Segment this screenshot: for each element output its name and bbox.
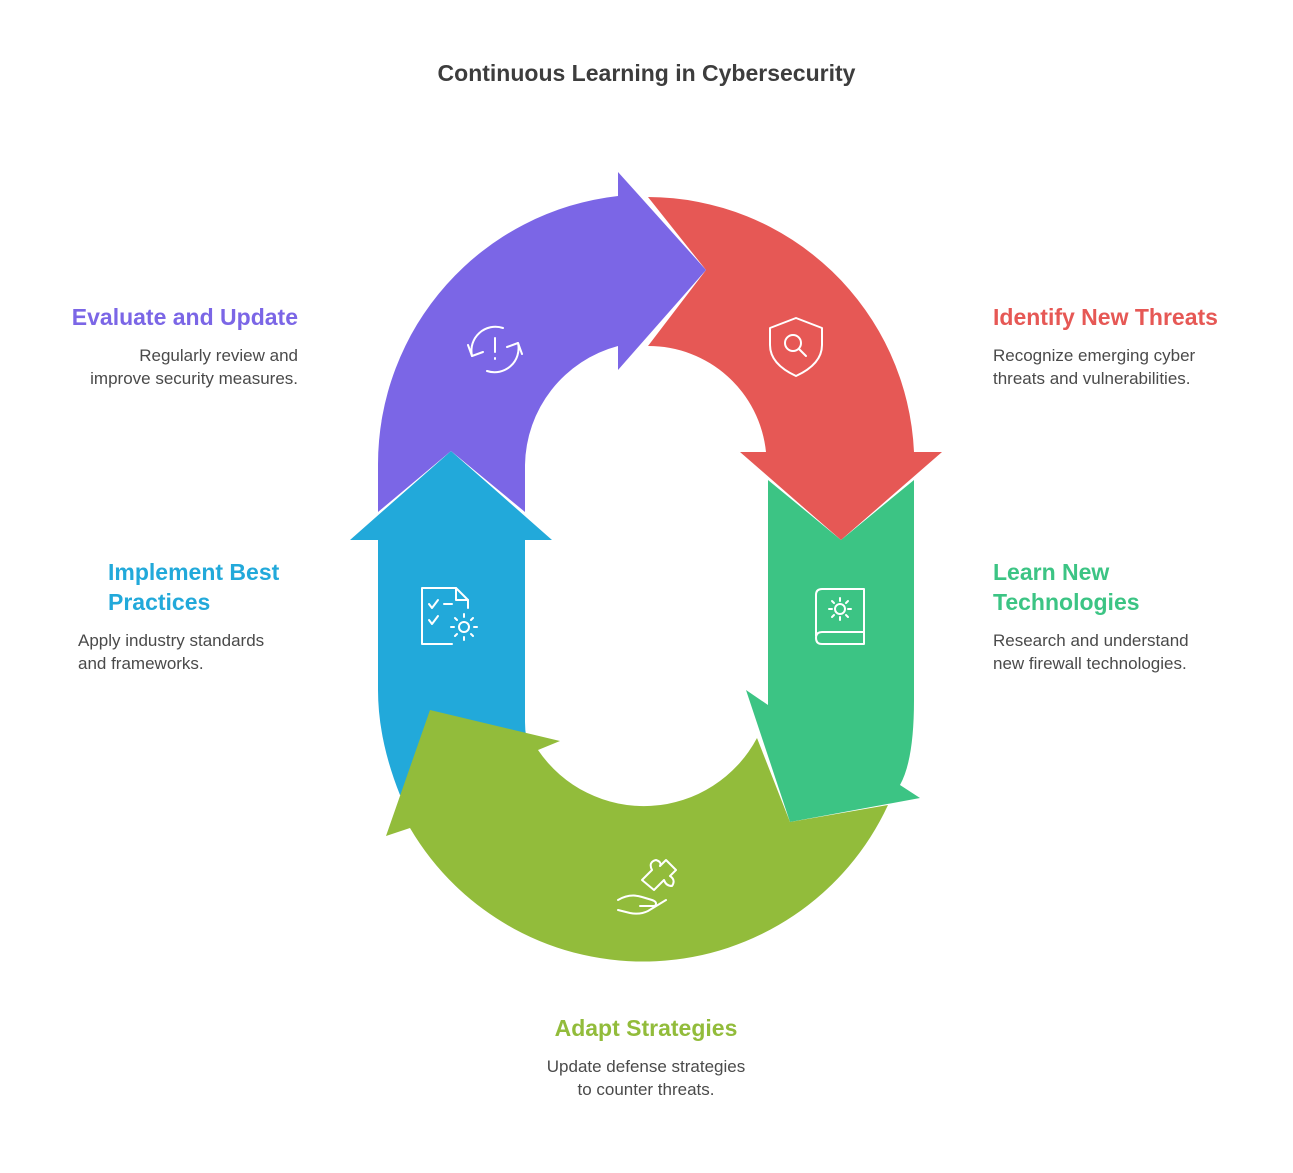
shield-search-icon <box>769 317 823 377</box>
step-evaluate-description: Regularly review and improve security me… <box>40 344 298 390</box>
adapt-arrow <box>386 710 888 962</box>
desc-line: Recognize emerging cyber <box>993 346 1196 365</box>
learn-arrow <box>746 480 920 822</box>
desc-line: threats and vulnerabilities. <box>993 369 1191 388</box>
step-identify-description: Recognize emerging cyber threats and vul… <box>993 344 1263 390</box>
desc-line: Regularly review and <box>139 346 298 365</box>
title-line: Technologies <box>993 589 1140 615</box>
step-implement: Implement Best Practices Apply industry … <box>78 557 308 675</box>
desc-line: Apply industry standards <box>78 631 265 650</box>
step-identify: Identify New Threats Recognize emerging … <box>993 302 1263 390</box>
step-learn: Learn New Technologies Research and unde… <box>993 557 1263 675</box>
book-gear-icon <box>815 588 865 645</box>
step-learn-title: Learn New Technologies <box>993 557 1263 617</box>
identify-arrow <box>648 197 942 540</box>
evaluate-arrow <box>377 172 706 512</box>
title-line: Learn New <box>993 559 1110 585</box>
step-learn-description: Research and understand new firewall tec… <box>993 629 1263 675</box>
step-adapt-description: Update defense strategies to counter thr… <box>476 1055 816 1101</box>
desc-line: and frameworks. <box>78 654 204 673</box>
hand-puzzle-icon <box>617 859 677 915</box>
diagram-title: Continuous Learning in Cybersecurity <box>437 60 856 86</box>
step-identify-title: Identify New Threats <box>993 304 1218 330</box>
title-line: Implement Best <box>108 559 280 585</box>
title-line: Practices <box>108 589 211 615</box>
step-implement-description: Apply industry standards and frameworks. <box>78 629 308 675</box>
desc-line: Update defense strategies <box>546 1057 746 1076</box>
step-adapt-title: Adapt Strategies <box>554 1015 738 1041</box>
cycle-alert-icon <box>467 325 523 374</box>
step-evaluate: Evaluate and Update Regularly review and… <box>40 302 298 390</box>
desc-line: to counter threats. <box>577 1080 715 1099</box>
implement-arrow <box>350 451 552 795</box>
step-evaluate-title: Evaluate and Update <box>71 304 298 330</box>
desc-line: Research and understand <box>993 631 1189 650</box>
step-implement-title: Implement Best Practices <box>108 557 308 617</box>
desc-line: improve security measures. <box>90 369 298 388</box>
step-adapt: Adapt Strategies Update defense strategi… <box>476 1013 816 1101</box>
desc-line: new firewall technologies. <box>993 654 1187 673</box>
checklist-gear-icon <box>421 587 478 645</box>
